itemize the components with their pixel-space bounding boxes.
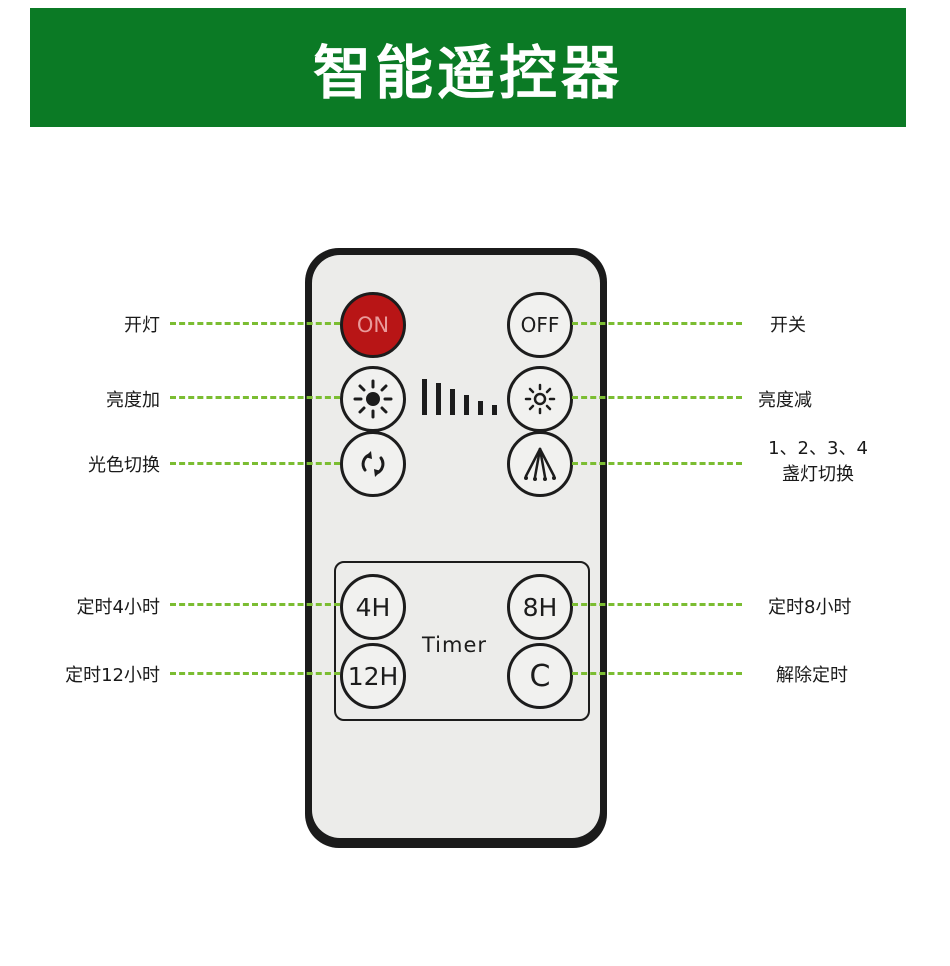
callout-brightness-up: 亮度加 — [106, 390, 160, 411]
brightness-up-button[interactable] — [340, 366, 406, 432]
guide-line-off — [572, 322, 742, 325]
cycle-arrows-icon — [361, 451, 385, 477]
callout-off: 开关 — [770, 315, 806, 336]
guide-line-timer-cancel — [572, 672, 742, 675]
color-switch-button[interactable] — [340, 431, 406, 497]
on-button[interactable]: ON — [340, 292, 406, 358]
timer-label: Timer — [422, 633, 488, 657]
callout-timer-cancel: 解除定时 — [776, 665, 848, 686]
guide-line-timer-8h — [572, 603, 742, 606]
banner-title: 智能遥控器 — [312, 38, 623, 107]
guide-line-timer-12h — [170, 672, 340, 675]
callout-timer-8h: 定时8小时 — [768, 597, 852, 618]
brightness-down-button[interactable] — [507, 366, 573, 432]
callout-on: 开灯 — [124, 315, 160, 336]
timer-cancel-button[interactable]: C — [507, 643, 573, 709]
callout-lamp-switch-line2: 盏灯切换 — [782, 464, 854, 485]
callout-timer-12h: 定时12小时 — [65, 665, 160, 686]
guide-line-lamp-switch — [572, 462, 742, 465]
callout-timer-4h: 定时4小时 — [76, 597, 160, 618]
callout-lamp-switch: 1、2、3、4 盏灯切换 — [756, 436, 880, 488]
timer-8h-button[interactable]: 8H — [507, 574, 573, 640]
off-button[interactable]: OFF — [507, 292, 573, 358]
guide-line-on — [170, 322, 340, 325]
sun-dim-icon — [524, 383, 556, 415]
callout-brightness-down: 亮度减 — [758, 390, 812, 411]
guide-line-timer-4h — [170, 603, 340, 606]
light-beams-icon — [524, 447, 556, 481]
title-banner: 智能遥控器 — [30, 8, 906, 127]
lamp-switch-button[interactable] — [507, 431, 573, 497]
sun-bright-icon — [353, 379, 393, 419]
timer-panel — [334, 561, 590, 721]
guide-line-brightness-down — [572, 396, 742, 399]
callout-lamp-switch-line1: 1、2、3、4 — [768, 438, 868, 459]
timer-12h-button[interactable]: 12H — [340, 643, 406, 709]
callout-color-switch: 光色切换 — [88, 455, 160, 476]
brightness-level-bars-icon — [422, 379, 507, 415]
guide-line-brightness-up — [170, 396, 340, 399]
remote-control: ON OFF — [305, 248, 607, 848]
remote-face: ON OFF — [312, 255, 600, 838]
guide-line-color-switch — [170, 462, 340, 465]
timer-4h-button[interactable]: 4H — [340, 574, 406, 640]
